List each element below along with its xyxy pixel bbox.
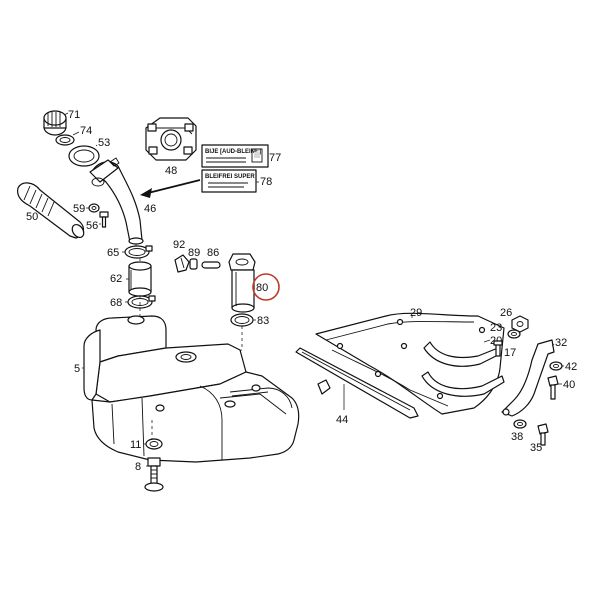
callout-26: 26: [500, 307, 512, 319]
callout-50: 50: [26, 211, 38, 223]
decal-78-text: BLEIFREI SUPER: [205, 174, 255, 180]
tube-86[interactable]: [201, 261, 221, 269]
callout-11: 11: [130, 439, 141, 451]
bolt-8[interactable]: [144, 457, 164, 492]
tank-band-lower[interactable]: [421, 371, 505, 397]
bolt-40[interactable]: [547, 375, 559, 400]
decal-77-text: BIJE [AUD-BLEINE]: [205, 149, 261, 155]
filler-neck-ring-53[interactable]: [68, 145, 100, 167]
callout-78: 78: [260, 176, 272, 188]
washer-42[interactable]: [549, 361, 563, 371]
washer-23[interactable]: [507, 329, 521, 339]
callout-44: 44: [336, 414, 348, 426]
callout-56: 56: [86, 220, 98, 232]
fuel-sender-80[interactable]: [228, 253, 256, 313]
callout-77: 77: [269, 152, 281, 164]
washer-38[interactable]: [513, 419, 527, 429]
strap-44[interactable]: [295, 347, 419, 419]
hose-section-62[interactable]: [128, 261, 152, 297]
nut-26[interactable]: [511, 315, 529, 333]
tank-band-20[interactable]: [423, 341, 501, 367]
highlight-circle-80: [252, 273, 280, 301]
callout-62: 62: [110, 273, 122, 285]
callout-32: 32: [555, 337, 567, 349]
callout-53: 53: [98, 137, 110, 149]
callout-42: 42: [565, 361, 577, 373]
rubber-hose-50[interactable]: [17, 182, 86, 240]
callout-65: 65: [107, 247, 119, 259]
clip-92[interactable]: [174, 254, 190, 273]
fuel-tank-5[interactable]: [83, 315, 300, 463]
callout-68: 68: [110, 297, 122, 309]
callout-59: 59: [73, 203, 85, 215]
callout-8: 8: [135, 461, 141, 473]
decal-77[interactable]: BIJE [AUD-BLEINE]: [201, 144, 269, 168]
pin-17[interactable]: [493, 340, 503, 357]
gasket-74[interactable]: [55, 134, 75, 146]
washer-11[interactable]: [145, 438, 163, 450]
callout-86: 86: [207, 247, 219, 259]
callout-23: 23: [490, 322, 502, 334]
callout-38: 38: [511, 431, 523, 443]
direction-arrow: [140, 179, 201, 198]
callout-74: 74: [80, 125, 92, 137]
hose-clamp-68[interactable]: [127, 295, 156, 309]
hose-clamp-65[interactable]: [124, 245, 153, 259]
callout-83: 83: [257, 315, 269, 327]
callout-92: 92: [173, 239, 185, 251]
callout-48: 48: [165, 165, 177, 177]
decal-78[interactable]: BLEIFREI SUPER: [201, 169, 257, 193]
connector-89[interactable]: [189, 258, 198, 270]
screw-56[interactable]: [99, 211, 109, 228]
filler-housing-48[interactable]: [145, 117, 197, 161]
callout-40: 40: [563, 379, 575, 391]
callout-80: 80: [256, 282, 268, 294]
callout-17: 17: [504, 347, 516, 359]
bolt-35[interactable]: [537, 423, 549, 446]
callout-71: 71: [68, 109, 80, 121]
support-bracket-32[interactable]: [501, 339, 555, 417]
callout-46: 46: [144, 203, 156, 215]
callout-89: 89: [188, 247, 200, 259]
seal-ring-83[interactable]: [230, 313, 254, 327]
callout-35: 35: [530, 442, 542, 454]
callout-5: 5: [74, 363, 80, 375]
fuel-cap-71[interactable]: [43, 110, 67, 136]
strap-clip[interactable]: [317, 379, 331, 395]
callout-29: 29: [410, 307, 422, 319]
washer-59[interactable]: [88, 203, 100, 213]
